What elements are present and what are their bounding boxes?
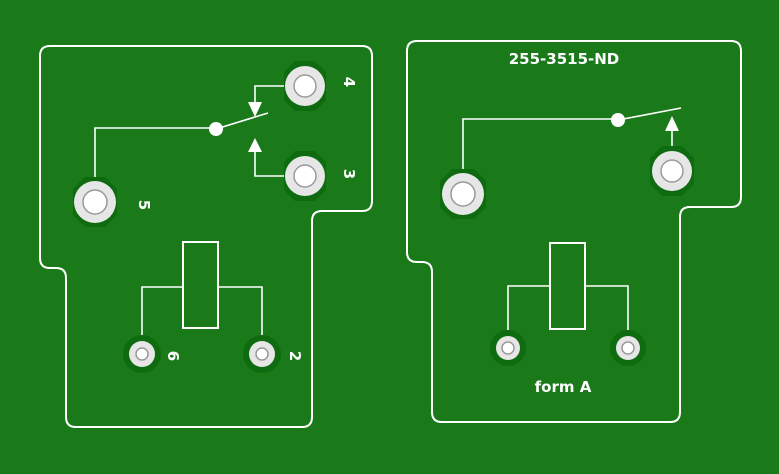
- right-relay-footprint: 255-3515-ND form A: [406, 40, 742, 423]
- common-trace: [94, 127, 214, 195]
- pin-label-5: 5: [135, 200, 153, 210]
- pin-label-6: 6: [164, 351, 182, 361]
- pad-5: [73, 177, 117, 227]
- pad-3: [284, 151, 326, 201]
- right-switch-pivot: [611, 113, 625, 127]
- switch-arm: [215, 112, 269, 130]
- right-pad-coil-b: [610, 330, 646, 366]
- left-relay-footprint: 4 3 5 6 2: [39, 45, 373, 428]
- right-coil-symbol: [549, 242, 586, 330]
- right-no-arrow: [665, 116, 679, 131]
- pin-label-2: 2: [286, 351, 304, 361]
- pad-2: [243, 335, 281, 373]
- no-arrow: [248, 138, 262, 152]
- right-pad-no: [650, 146, 694, 196]
- right-coil-lead-left: [507, 285, 550, 336]
- right-pad-common: [440, 169, 486, 219]
- form-label: form A: [535, 378, 592, 396]
- left-coil-lead-2: [218, 286, 263, 340]
- pad-6: [123, 335, 161, 373]
- left-coil-lead-6: [141, 286, 183, 340]
- part-number: 255-3515-ND: [509, 50, 620, 68]
- right-board-outline: [406, 40, 742, 423]
- right-coil-lead-right: [585, 285, 629, 336]
- pin-label-3: 3: [340, 169, 358, 179]
- pin-label-4: 4: [340, 77, 358, 87]
- right-pad-coil-a: [490, 330, 526, 366]
- pad-4: [284, 61, 326, 111]
- switch-pivot: [209, 122, 223, 136]
- left-coil-symbol: [182, 241, 219, 329]
- right-switch-arm: [617, 107, 682, 121]
- left-board-outline: [39, 45, 373, 428]
- right-common-trace: [462, 118, 616, 170]
- nc-arrow: [248, 102, 262, 117]
